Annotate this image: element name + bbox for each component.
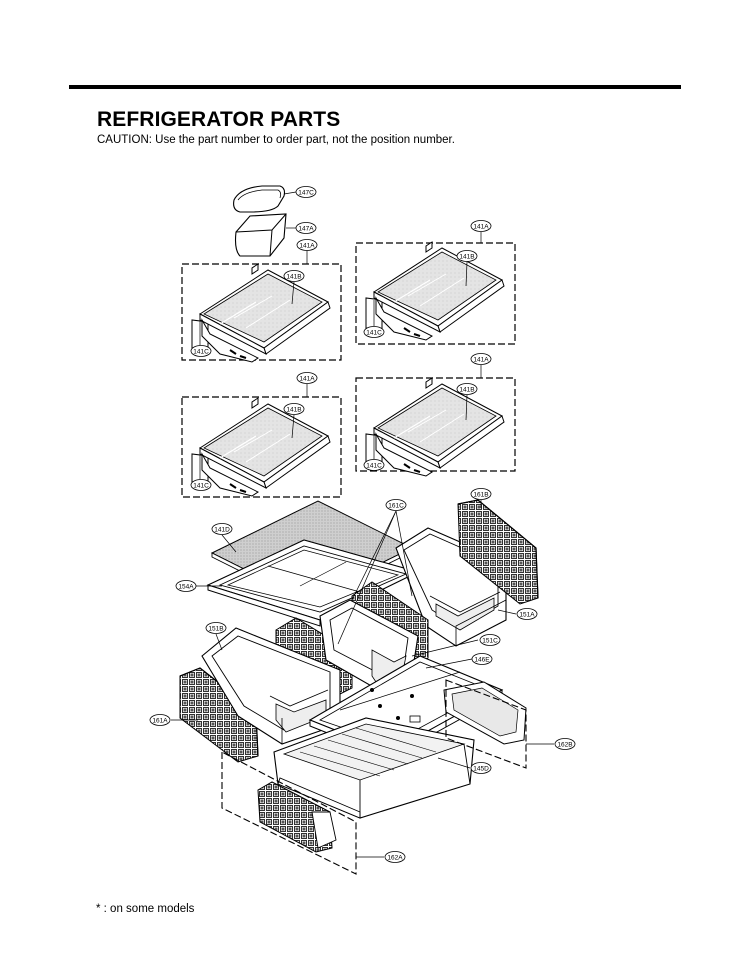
svg-text:141C: 141C: [366, 330, 382, 337]
callout-145D: 145D: [470, 762, 492, 774]
svg-text:141B: 141B: [459, 254, 474, 261]
cover-162A: [257, 781, 337, 853]
crisper-cover-frame-154A: [206, 539, 420, 627]
svg-text:151B: 151B: [208, 626, 223, 633]
callout-shelf3-141B: 141B: [283, 403, 305, 415]
callout-shelf1-141B: 141B: [283, 270, 305, 282]
svg-text:141A: 141A: [473, 357, 489, 364]
svg-text:141B: 141B: [286, 274, 301, 281]
svg-text:161B: 161B: [473, 492, 488, 499]
callout-162B: 162B: [554, 738, 576, 750]
callout-shelf3-141A: 141A: [296, 372, 318, 384]
svg-text:141C: 141C: [193, 349, 209, 356]
callout-151B: 151B: [205, 622, 227, 634]
callout-shelf2-141A: 141A: [470, 220, 492, 232]
callout-shelf2-141B: 141B: [456, 250, 478, 262]
shelf-box-4: [355, 377, 516, 472]
svg-text:161C: 161C: [388, 503, 404, 510]
svg-text:151A: 151A: [519, 612, 535, 619]
svg-text:141A: 141A: [299, 243, 315, 250]
svg-text:141A: 141A: [299, 376, 315, 383]
bin-147C: [233, 185, 297, 213]
callout-shelf4-141B: 141B: [456, 383, 478, 395]
footnote: * : on some models: [96, 903, 195, 915]
svg-text:162B: 162B: [557, 742, 572, 749]
page-title: REFRIGERATOR PARTS: [97, 108, 341, 131]
callout-162A: 162A: [384, 851, 406, 863]
svg-text:141D: 141D: [214, 527, 230, 534]
svg-text:154A: 154A: [178, 584, 194, 591]
tray-145D: [273, 717, 475, 819]
svg-text:147C: 147C: [298, 190, 314, 197]
shelf-assembly-4: [365, 377, 505, 477]
top-rule: [69, 85, 681, 89]
svg-text:146E: 146E: [474, 657, 490, 664]
callout-161B: 161B: [470, 488, 492, 500]
svg-text:162A: 162A: [387, 855, 403, 862]
callout-147A: 147A: [295, 222, 317, 234]
callout-141D: 141D: [211, 523, 233, 535]
callout-154A: 154A: [175, 580, 197, 592]
lower-leaders: [171, 500, 554, 858]
svg-text:145D: 145D: [473, 766, 489, 773]
callout-shelf4-141C: 141C: [363, 459, 385, 471]
assembly-outline-162B: [445, 679, 527, 769]
svg-text:151C: 151C: [482, 638, 498, 645]
svg-text:141B: 141B: [459, 387, 474, 394]
shelf-assembly-3: [191, 397, 331, 497]
callout-151C: 151C: [479, 634, 501, 646]
callout-161A: 161A: [149, 714, 171, 726]
callout-shelf1-141C: 141C: [190, 345, 212, 357]
callout-shelf2-141C: 141C: [363, 326, 385, 338]
bin-147A: [234, 213, 296, 257]
assembly-outline-162A: [221, 751, 357, 875]
shelf-assembly-1: [191, 263, 331, 363]
svg-text:141A: 141A: [473, 224, 489, 231]
callout-shelf1-141A: 141A: [296, 239, 318, 251]
svg-text:141B: 141B: [286, 407, 301, 414]
rail-162B: [443, 681, 527, 745]
callout-147C: 147C: [295, 186, 317, 198]
grille-161B: [457, 499, 539, 605]
callout-labels: 147C 147A 141A 141B 141C 141A 141B 141C …: [149, 186, 576, 863]
shelf-box-1: [181, 263, 342, 361]
svg-text:141C: 141C: [366, 463, 382, 470]
svg-text:141C: 141C: [193, 483, 209, 490]
callout-shelf3-141C: 141C: [190, 479, 212, 491]
caution-note: CAUTION: Use the part number to order pa…: [97, 134, 455, 146]
callout-146E: 146E: [471, 653, 493, 665]
svg-text:147A: 147A: [298, 226, 314, 233]
shelf-leaders: [199, 232, 482, 479]
shelf-assembly-2: [365, 241, 505, 341]
callout-151A: 151A: [516, 608, 538, 620]
callout-161C: 161C: [385, 499, 407, 511]
callout-shelf4-141A: 141A: [470, 353, 492, 365]
svg-text:161A: 161A: [152, 718, 168, 725]
